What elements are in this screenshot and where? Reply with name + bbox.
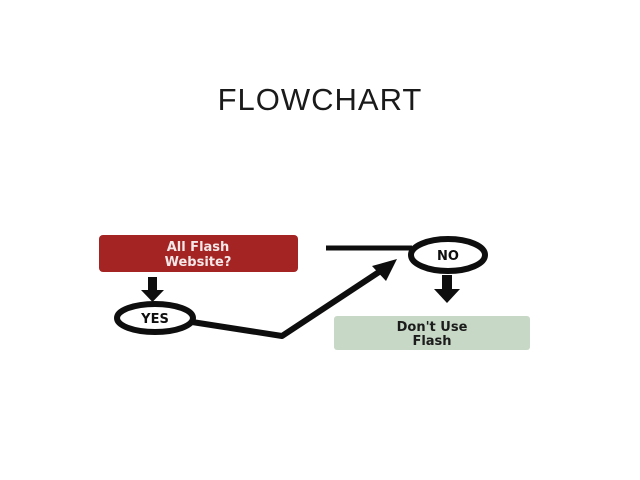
decision-box-shape (99, 235, 298, 272)
result-box-shape (334, 316, 530, 350)
yes-node-shape (114, 301, 196, 335)
decision-text-line1: All Flash (167, 240, 230, 255)
result-text-line1: Don't Use (397, 320, 468, 335)
down-arrow-icon (434, 275, 460, 303)
yes-label: YES (140, 312, 169, 327)
no-node-shape (408, 236, 488, 274)
decision-box: All Flash Website? (99, 235, 298, 272)
yes-to-no-connector (191, 265, 387, 339)
result-box: Don't Use Flash (334, 316, 530, 350)
decision-text-line2: Website? (165, 255, 232, 270)
yes-node: YES (114, 301, 196, 335)
no-node: NO (408, 236, 488, 274)
connector-arrowhead-icon (372, 259, 397, 281)
slide-title: FLOWCHART (217, 82, 423, 117)
result-text-line2: Flash (412, 334, 451, 349)
no-label: NO (437, 249, 459, 264)
down-arrow-icon (141, 277, 164, 302)
